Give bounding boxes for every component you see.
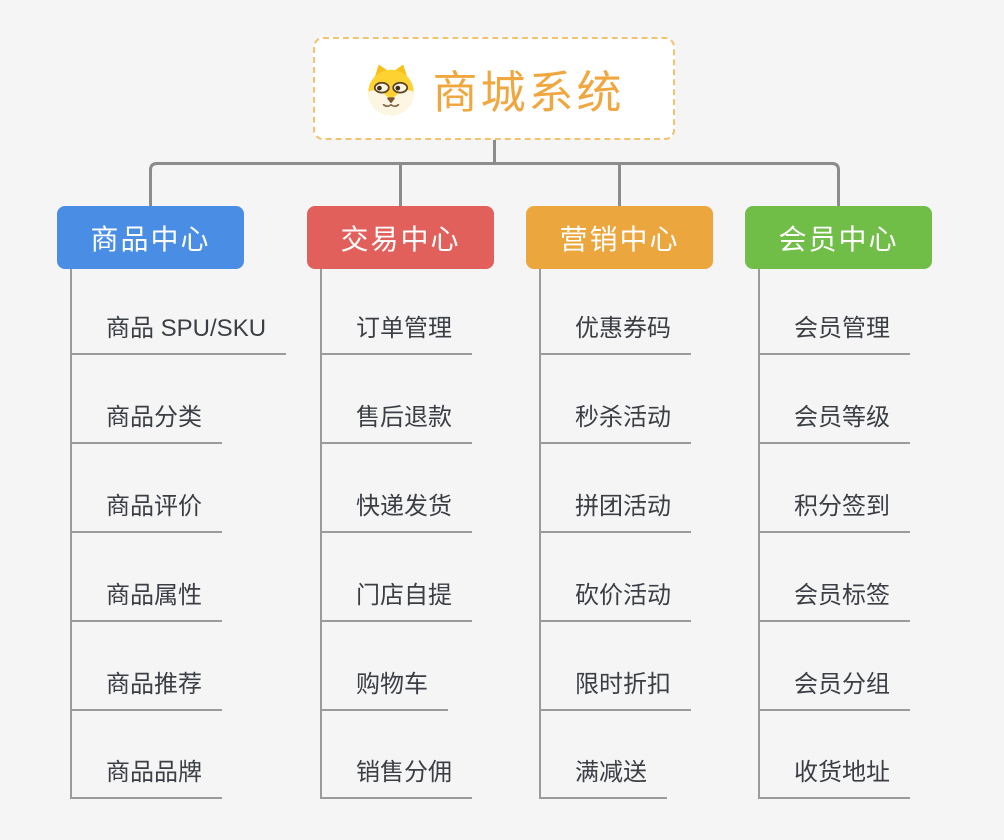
branch-item[interactable]: 优惠券码 — [539, 311, 691, 355]
branch-item[interactable]: 拼团活动 — [539, 489, 691, 533]
branch-header[interactable]: 商品中心 — [57, 206, 244, 269]
branch-item[interactable]: 秒杀活动 — [539, 400, 691, 444]
branch-item[interactable]: 商品 SPU/SKU — [70, 311, 287, 355]
dog-face-icon — [363, 61, 419, 117]
branch-item[interactable]: 购物车 — [320, 667, 448, 711]
branch-rail-line — [320, 269, 322, 799]
root-node[interactable]: 商城系统 — [313, 37, 675, 140]
branch-item[interactable]: 会员等级 — [758, 400, 910, 444]
branch-item[interactable]: 商品分类 — [70, 400, 222, 444]
branch-item[interactable]: 商品评价 — [70, 489, 222, 533]
branch-item[interactable]: 订单管理 — [320, 311, 472, 355]
branch-item[interactable]: 快递发货 — [320, 489, 472, 533]
branch-item[interactable]: 收货地址 — [758, 755, 910, 799]
branch-rail-line — [70, 269, 72, 799]
branch-title: 营销中心 — [559, 223, 680, 255]
branch: 商品中心 商品 SPU/SKU 商品分类商品评价商品属性商品推荐商品品牌 — [57, 206, 329, 816]
branch-item[interactable]: 门店自提 — [320, 578, 472, 622]
branch-header[interactable]: 会员中心 — [745, 206, 932, 269]
branch-item[interactable]: 砍价活动 — [539, 578, 691, 622]
root-title: 商城系统 — [432, 67, 625, 118]
branch-item[interactable]: 积分签到 — [758, 489, 910, 533]
branch-title: 交易中心 — [340, 223, 461, 255]
bus-line — [149, 162, 840, 207]
branch-item[interactable]: 商品推荐 — [70, 667, 222, 711]
branch-header[interactable]: 营销中心 — [526, 206, 713, 269]
branch-item[interactable]: 商品品牌 — [70, 755, 222, 799]
branch: 营销中心 优惠券码秒杀活动拼团活动砍价活动限时折扣满减送 — [526, 206, 798, 816]
branch-item[interactable]: 会员标签 — [758, 578, 910, 622]
branch-rail-line — [758, 269, 760, 799]
branch: 会员中心 会员管理会员等级积分签到会员标签会员分组收货地址 — [745, 206, 1004, 816]
branch: 交易中心 订单管理售后退款快递发货门店自提购物车销售分佣 — [307, 206, 579, 816]
branch-title: 商品中心 — [90, 223, 211, 255]
branch-item[interactable]: 商品属性 — [70, 578, 222, 622]
branch-title: 会员中心 — [778, 223, 899, 255]
branch-item[interactable]: 会员管理 — [758, 311, 910, 355]
branch-item[interactable]: 售后退款 — [320, 400, 472, 444]
branch-rail-line — [539, 269, 541, 799]
branch-item[interactable]: 销售分佣 — [320, 755, 472, 799]
branch-item[interactable]: 限时折扣 — [539, 667, 691, 711]
branch-item[interactable]: 满减送 — [539, 755, 667, 799]
branch-item[interactable]: 会员分组 — [758, 667, 910, 711]
branch-header[interactable]: 交易中心 — [307, 206, 494, 269]
